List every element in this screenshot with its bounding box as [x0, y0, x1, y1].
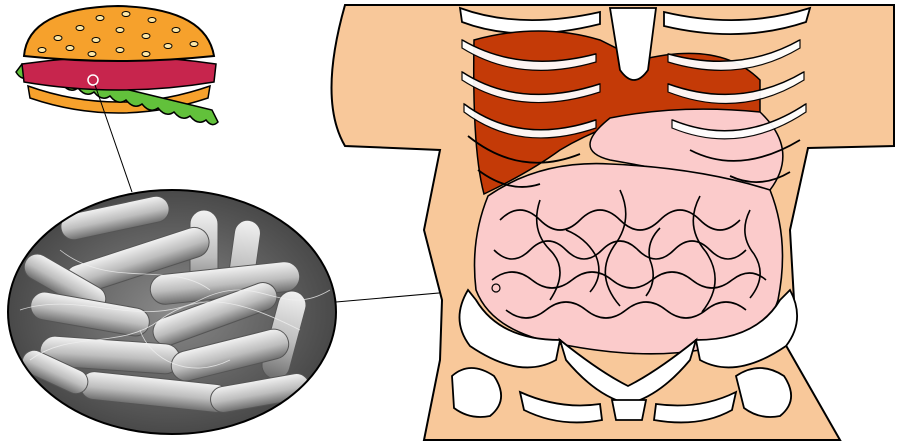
intestines [475, 164, 783, 354]
hamburger-illustration [16, 6, 218, 125]
bacteria-micrograph [8, 190, 336, 434]
human-torso [332, 5, 895, 440]
